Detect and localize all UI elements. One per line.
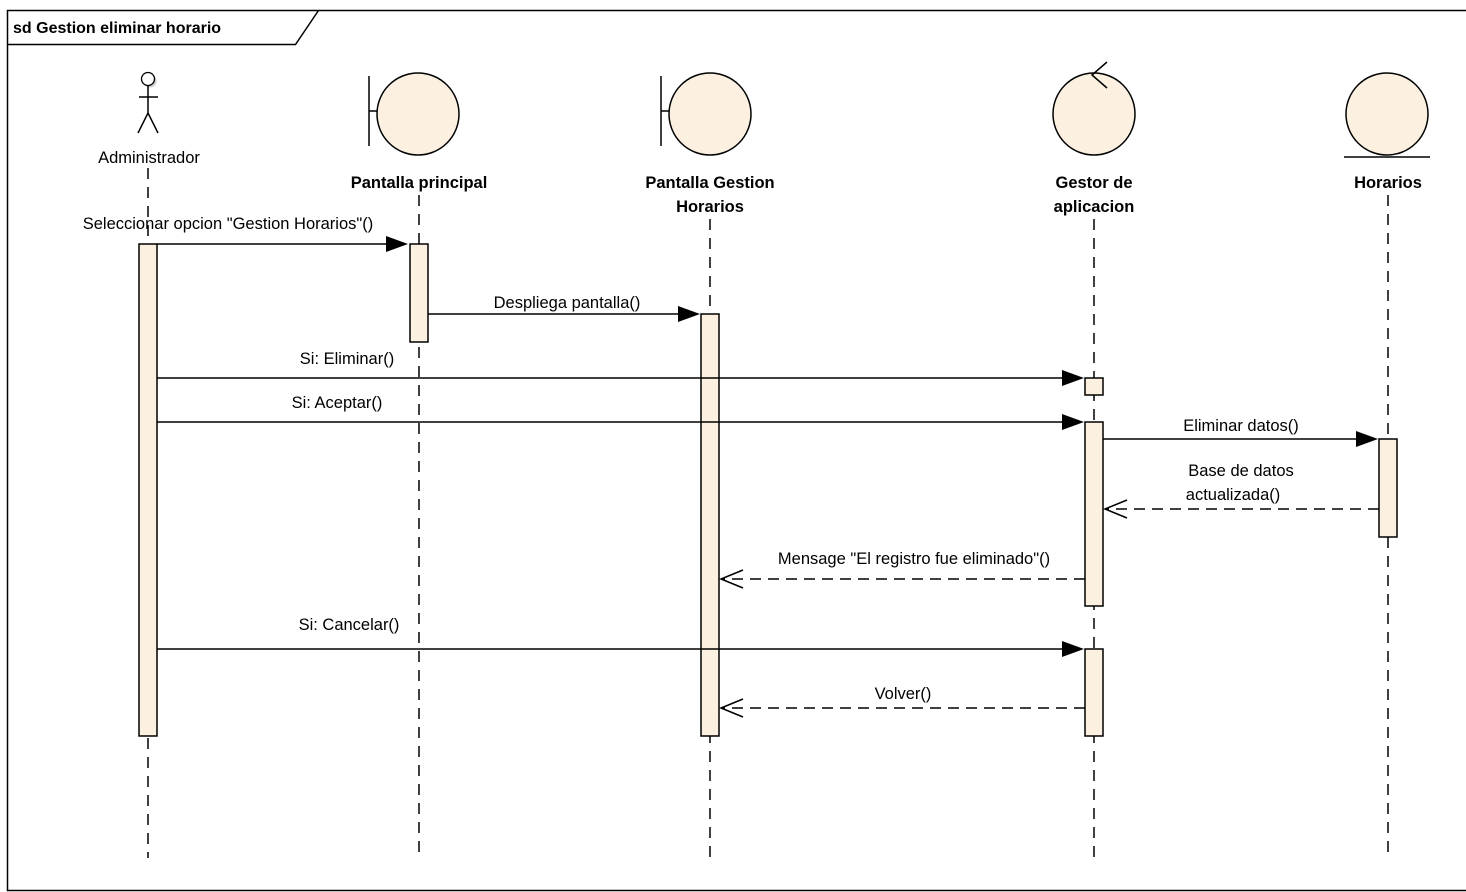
- message-eliminar-datos: Eliminar datos(): [1103, 417, 1378, 447]
- message-label: Seleccionar opcion "Gestion Horarios"(): [83, 215, 374, 233]
- participant-administrador: Administrador: [98, 71, 200, 167]
- diagram-frame: sd Gestion eliminar horario: [6, 9, 1466, 892]
- participant-name: Administrador: [98, 149, 200, 167]
- message-seleccionar-opcion: Seleccionar opcion "Gestion Horarios"(): [83, 215, 408, 252]
- activation-bar: [1084, 648, 1104, 737]
- participant-name: Horarios: [1354, 174, 1422, 192]
- entity-icon: [1344, 72, 1430, 158]
- participant-horarios: Horarios: [1344, 72, 1430, 192]
- message-si-aceptar: Si: Aceptar(): [157, 394, 1084, 430]
- participant-name: Pantalla principal: [351, 174, 488, 192]
- message-label: Si: Cancelar(): [299, 616, 400, 634]
- message-registro-eliminado: Mensage "El registro fue eliminado"(): [719, 550, 1085, 589]
- message-label: Mensage "El registro fue eliminado"(): [778, 550, 1050, 568]
- frame-title: sd Gestion eliminar horario: [13, 20, 221, 37]
- participant-pantalla-gestion-horarios: Pantalla Gestion Horarios: [645, 72, 775, 216]
- activation-bar: [409, 243, 429, 343]
- message-despliega-pantalla: Despliega pantalla(): [428, 294, 700, 322]
- message-label: Volver(): [875, 685, 932, 703]
- message-si-cancelar: Si: Cancelar(): [157, 616, 1084, 657]
- message-label-line-1: Base de datos: [1188, 462, 1294, 480]
- participant-name-line-2: Horarios: [676, 198, 744, 216]
- arrowhead: [1103, 499, 1128, 519]
- message-label-line-2: actualizada(): [1186, 486, 1280, 504]
- participant-pantalla-principal: Pantalla principal: [351, 72, 488, 192]
- boundary-icon: [368, 72, 460, 156]
- activations: [138, 243, 1398, 737]
- message-base-de-datos-actualizada: Base de datos actualizada(): [1103, 462, 1379, 519]
- lifelines: [147, 168, 1389, 858]
- arrowhead: [1062, 641, 1084, 657]
- activation-bar: [138, 243, 158, 737]
- participant-gestor-de-aplicacion: Gestor de aplicacion: [1052, 61, 1136, 216]
- arrowhead: [678, 306, 700, 322]
- message-label: Eliminar datos(): [1183, 417, 1299, 435]
- activation-bar: [1084, 377, 1104, 396]
- arrowhead: [386, 236, 408, 252]
- actor-icon: [137, 71, 159, 134]
- message-volver: Volver(): [719, 685, 1085, 718]
- arrowhead: [719, 698, 744, 718]
- activation-bar: [700, 313, 720, 737]
- activation-bar: [1084, 421, 1104, 607]
- participant-name-line-1: Pantalla Gestion: [645, 174, 774, 192]
- message-si-eliminar: Si: Eliminar(): [157, 350, 1084, 386]
- participant-name-line-1: Gestor de: [1055, 174, 1132, 192]
- arrowhead: [1062, 370, 1084, 386]
- participant-name-line-2: aplicacion: [1054, 198, 1135, 216]
- arrowhead: [719, 569, 744, 589]
- control-icon: [1052, 61, 1136, 156]
- message-label: Si: Aceptar(): [292, 394, 383, 412]
- arrowhead: [1062, 414, 1084, 430]
- activation-bar: [1378, 438, 1398, 538]
- message-label: Si: Eliminar(): [300, 350, 394, 368]
- message-label: Despliega pantalla(): [494, 294, 641, 312]
- boundary-icon: [660, 72, 752, 156]
- arrowhead: [1356, 431, 1378, 447]
